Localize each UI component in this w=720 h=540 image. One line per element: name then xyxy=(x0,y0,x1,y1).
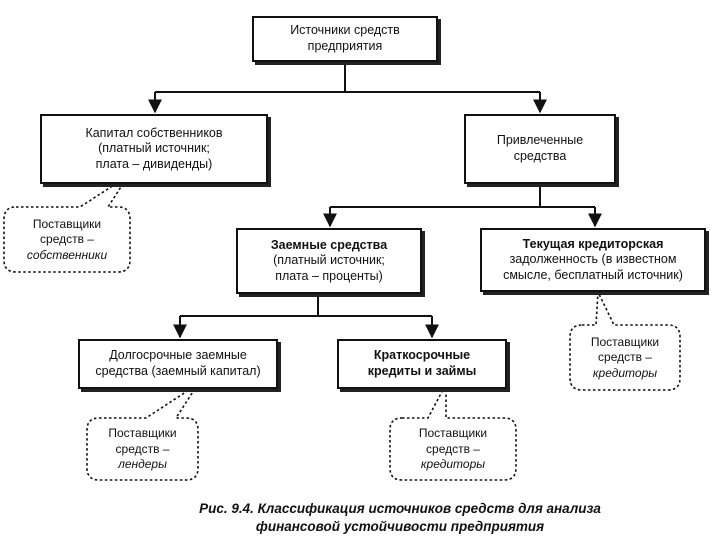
callout-cp-line3: кредиторы xyxy=(592,365,658,380)
node-borrowed-line1: Заемные средства xyxy=(270,237,388,252)
node-owners-capital: Капитал собственников (платный источник;… xyxy=(40,114,268,184)
node-equity-line1: Капитал собственников xyxy=(85,125,223,140)
node-shortterm-line1: Краткосрочные xyxy=(373,348,471,363)
callout-owners-line2: средств – xyxy=(40,232,94,247)
node-root-line2: предприятия xyxy=(307,39,383,53)
caption-line1: Рис. 9.4. Классификация источников средс… xyxy=(199,501,601,516)
node-borrowed-line3: плата – проценты) xyxy=(275,268,383,283)
node-attracted-funds: Привлеченные средства xyxy=(464,114,616,184)
node-shortterm-line2: кредиты и займы xyxy=(367,364,477,378)
callout-lenders: Поставщики средств – лендеры xyxy=(89,420,196,479)
callout-lenders-shape xyxy=(86,383,199,481)
node-root-line1: Источники средств xyxy=(290,23,400,38)
node-short-term-loans: Краткосрочные кредиты и займы xyxy=(337,339,507,389)
figure-caption: Рис. 9.4. Классификация источников средс… xyxy=(100,500,700,535)
callout-lenders-line2: средств – xyxy=(115,441,170,456)
callout-owners-line3: собственники xyxy=(26,247,108,262)
callout-cp-line2: средств – xyxy=(598,350,652,365)
node-payables-line2: задолженность (в известном xyxy=(509,252,677,267)
node-longterm-line2: средства (заемный капитал) xyxy=(95,364,261,378)
callout-cp-line1: Поставщики xyxy=(590,334,660,349)
callout-creditors-short-shape xyxy=(389,383,517,481)
callout-owners: Поставщики средств – собственники xyxy=(6,209,128,271)
callout-lenders-line1: Поставщики xyxy=(108,426,177,441)
node-long-term-borrowings: Долгосрочные заемные средства (заемный к… xyxy=(78,339,278,389)
node-borrowed-funds: Заемные средства (платный источник; плат… xyxy=(236,228,422,294)
callout-owners-line1: Поставщики xyxy=(32,216,102,231)
callout-creditors-payables-shape xyxy=(569,288,681,391)
node-attracted-line1: Привлеченные xyxy=(496,133,584,148)
node-longterm-line1: Долгосрочные заемные xyxy=(109,348,247,363)
node-equity-line2: (платный источник; xyxy=(98,141,210,156)
node-current-payables: Текущая кредиторская задолженность (в из… xyxy=(480,228,706,292)
node-enterprise-funds-sources: Источники средств предприятия xyxy=(252,16,438,62)
callout-cs-line3: кредиторы xyxy=(420,457,486,472)
callout-creditors-short: Поставщики средств – кредиторы xyxy=(392,420,514,479)
callout-cs-line2: средств – xyxy=(426,441,480,456)
node-attracted-line2: средства xyxy=(513,149,567,163)
node-equity-line3: плата – дивиденды) xyxy=(95,156,213,171)
callout-cs-line1: Поставщики xyxy=(418,426,488,441)
node-borrowed-line2: (платный источник; xyxy=(273,253,385,268)
node-payables-line3: смысле, бесплатный источник) xyxy=(503,267,683,282)
node-payables-line1: Текущая кредиторская xyxy=(522,236,664,251)
callout-lenders-line3: лендеры xyxy=(118,457,167,472)
callout-owners-shape xyxy=(3,175,131,273)
caption-line2: финансовой устойчивости предприятия xyxy=(255,518,545,534)
callout-creditors-payables: Поставщики средств – кредиторы xyxy=(572,327,678,389)
